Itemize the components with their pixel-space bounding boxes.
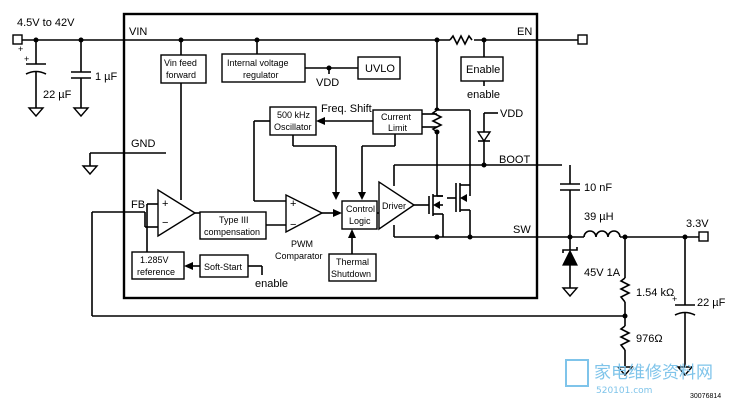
vin-feed-forward-block <box>160 54 207 84</box>
enable-signal-label: enable <box>467 89 500 101</box>
freq-shift-label: Freq. Shift <box>321 103 372 115</box>
c-boot-value: 10 nF <box>584 182 612 194</box>
svg-text:Soft-Start: Soft-Start <box>204 262 243 272</box>
soft-start-enable-label: enable <box>255 278 288 290</box>
oscillator-block <box>269 106 317 136</box>
schottky-diode <box>561 237 579 298</box>
bootstrap-diode-icon <box>476 131 492 143</box>
svg-text:家电维修资料网: 家电维修资料网 <box>594 363 713 383</box>
svg-text:forward: forward <box>166 70 196 80</box>
svg-text:+: + <box>290 198 296 210</box>
c-in-cer-value: 1 µF <box>95 71 118 83</box>
svg-text:compensation: compensation <box>204 227 260 237</box>
current-limit-block <box>372 109 423 135</box>
ground-icon <box>81 165 99 176</box>
arrow-icon <box>316 117 325 125</box>
arrow-icon <box>333 209 342 217</box>
output-capacitor: + <box>672 237 696 377</box>
feedback-resistor-bottom <box>619 325 631 351</box>
boot-capacitor <box>560 165 580 237</box>
svg-text:Logic: Logic <box>349 216 371 226</box>
svg-text:Shutdown: Shutdown <box>331 269 371 279</box>
svg-text:regulator: regulator <box>243 70 279 80</box>
fb-pin-label: FB <box>131 199 145 211</box>
current-sense-resistor <box>431 109 443 133</box>
ground-icon <box>616 366 634 377</box>
svg-text:Enable: Enable <box>466 64 500 76</box>
gnd-pin-label: GND <box>131 138 156 150</box>
c-out-value: 22 µF <box>697 297 726 309</box>
en-pullup-resistor <box>449 34 473 46</box>
gate-driver <box>378 180 416 231</box>
feedback-resistor-top <box>619 277 631 303</box>
svg-text:+: + <box>24 54 29 64</box>
vin-pin-terminal <box>12 34 23 45</box>
input-ceramic-capacitor <box>71 40 91 118</box>
svg-text:Current: Current <box>381 112 412 122</box>
svg-text:Vin feed: Vin feed <box>164 58 197 68</box>
vin-plus-marker: + <box>18 44 23 54</box>
en-pin-label: EN <box>517 26 532 38</box>
pwm-label-2: Comparator <box>275 251 323 261</box>
vout-terminal <box>698 231 709 242</box>
ground-icon <box>561 287 579 298</box>
pwm-comparator <box>285 193 324 234</box>
low-side-mosfet <box>447 183 471 237</box>
svg-text:−: − <box>162 217 168 229</box>
high-side-mosfet <box>428 194 444 237</box>
svg-text:Internal voltage: Internal voltage <box>227 58 289 68</box>
ground-icon <box>676 366 694 377</box>
ground-icon <box>27 107 45 118</box>
en-pin-terminal <box>577 34 588 45</box>
svg-text:+: + <box>672 294 677 304</box>
svg-text:Driver: Driver <box>382 201 406 211</box>
junction-dot <box>481 162 487 168</box>
svg-text:Thermal: Thermal <box>336 257 369 267</box>
vin-pin-label: VIN <box>129 26 147 38</box>
inductor-value: 39 µH <box>584 211 614 223</box>
watermark: 家电维修资料网 520101.com <box>565 359 713 396</box>
uvlo-block <box>357 56 401 80</box>
vdd-internal-label: VDD <box>316 77 339 89</box>
arrow-icon <box>332 192 340 200</box>
r-top-value: 1.54 kΩ <box>636 287 674 299</box>
arrow-icon <box>358 192 366 200</box>
svg-text:+: + <box>162 198 168 210</box>
gnd-connection <box>81 152 166 176</box>
ground-icon <box>72 107 90 118</box>
vout-label: 3.3V <box>686 218 709 230</box>
internal-regulator-block <box>221 53 306 83</box>
vin-range-label: 4.5V to 42V <box>17 17 75 29</box>
svg-text:−: − <box>290 219 296 231</box>
svg-text:500 kHz: 500 kHz <box>277 110 311 120</box>
c-in-bulk-value: 22 µF <box>43 89 72 101</box>
svg-text:Limit: Limit <box>388 123 408 133</box>
ic-package-outline <box>122 12 539 300</box>
error-amplifier <box>157 188 197 238</box>
svg-text:Control: Control <box>346 204 375 214</box>
control-logic-block <box>341 200 378 230</box>
boot-pin-label: BOOT <box>499 154 530 166</box>
svg-text:520101.com: 520101.com <box>596 386 652 396</box>
svg-text:Type III: Type III <box>219 215 249 225</box>
diode-rating: 45V 1A <box>584 267 621 279</box>
output-inductor <box>583 230 621 238</box>
input-bulk-capacitor: + <box>24 40 47 118</box>
arrow-icon <box>184 262 193 270</box>
reference-block <box>131 251 185 280</box>
svg-text:UVLO: UVLO <box>365 63 395 75</box>
r-bot-value: 976Ω <box>636 333 663 345</box>
enable-block <box>460 56 504 82</box>
pwm-label-1: PWM <box>291 239 313 249</box>
svg-text:Oscillator: Oscillator <box>274 122 312 132</box>
sw-pin-label: SW <box>513 224 531 236</box>
svg-text:reference: reference <box>137 267 175 277</box>
arrow-icon <box>348 229 356 238</box>
vdd-pin-label: VDD <box>500 108 523 120</box>
svg-text:1.285V: 1.285V <box>140 255 169 265</box>
part-number: 30076814 <box>690 393 721 400</box>
